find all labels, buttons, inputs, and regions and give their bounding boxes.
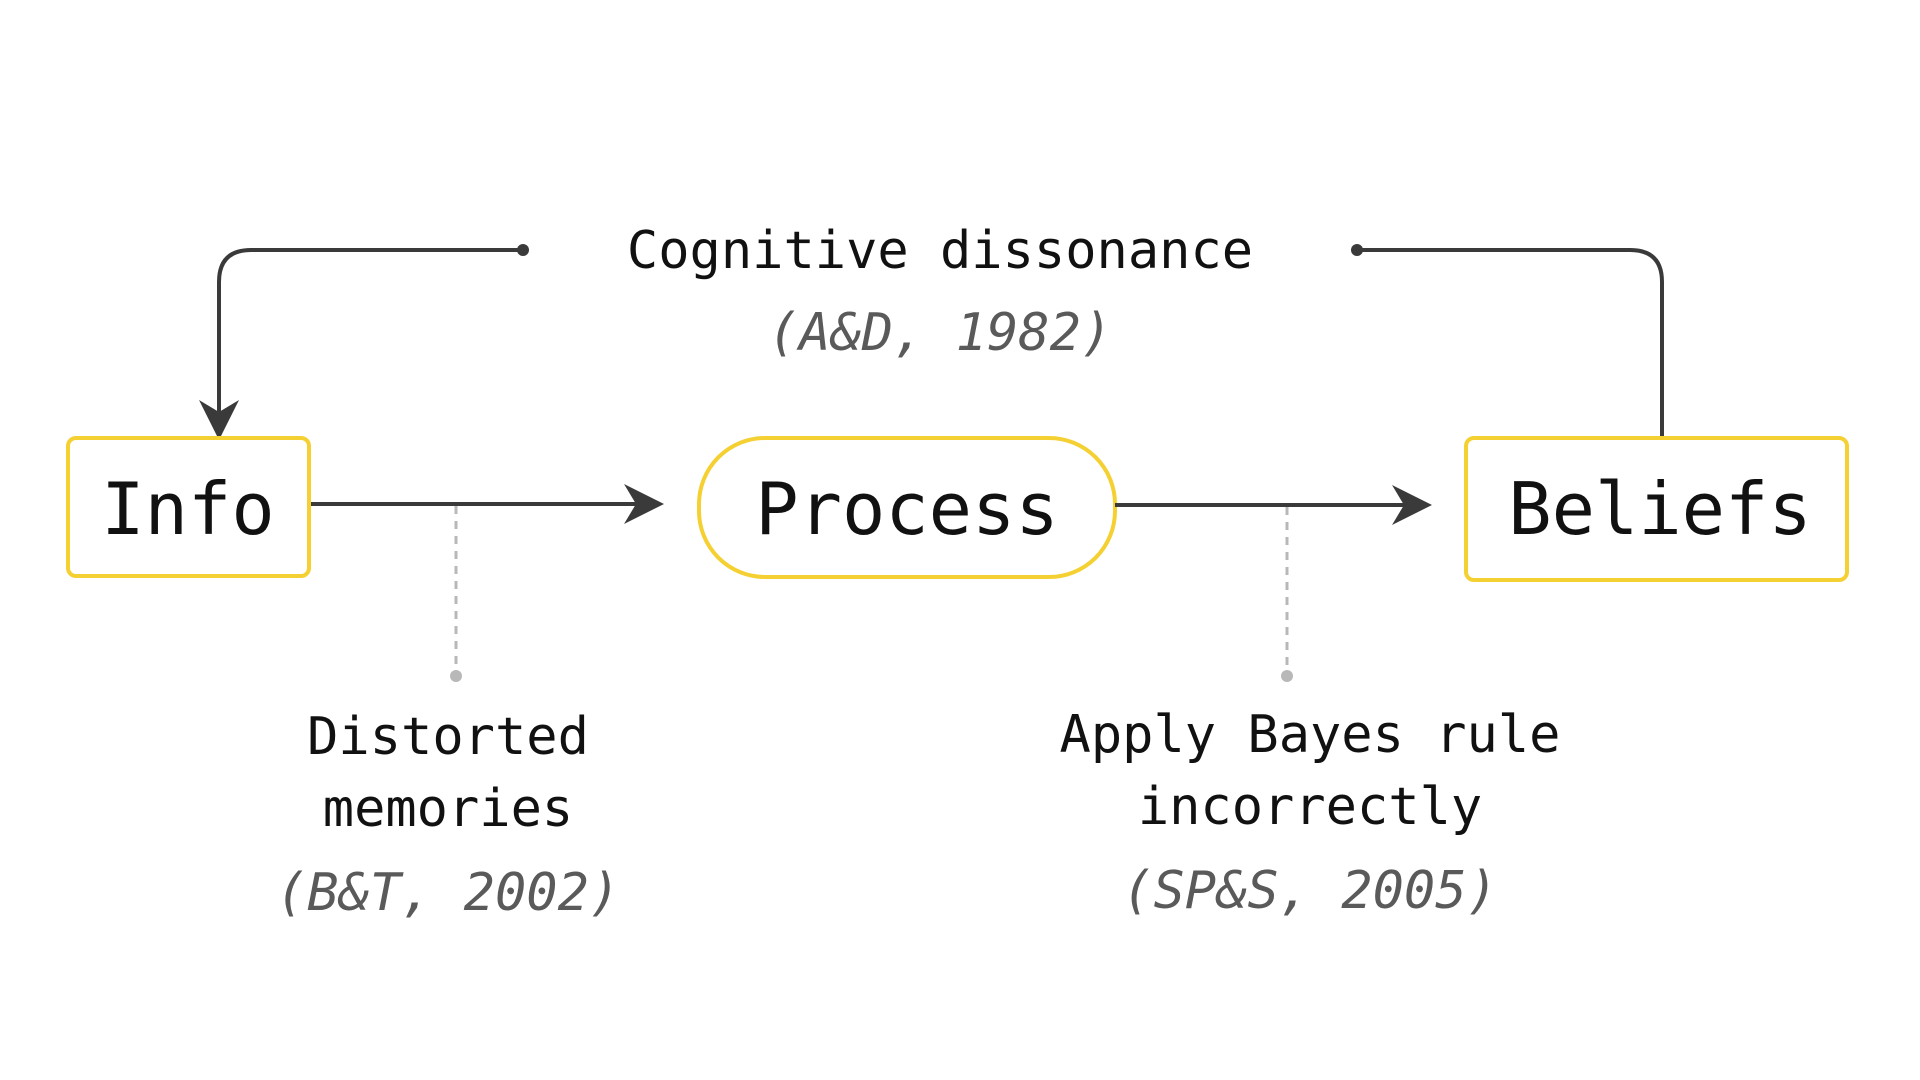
- annotation-bayes-rule-line2: incorrectly: [1138, 777, 1482, 837]
- node-beliefs-box: [1464, 436, 1849, 582]
- feedback-edge-left: [199, 248, 523, 440]
- feedback-edge-right-dot: [1351, 244, 1363, 256]
- feedback-citation: (A&D, 1982): [768, 303, 1112, 363]
- annotation-bayes-rule-citation: (SP&S, 2005): [1122, 861, 1498, 921]
- node-process-box: [697, 436, 1117, 579]
- node-info: Info: [66, 436, 311, 578]
- annotation-bayes-rule: Apply Bayes rule incorrectly (SP&S, 2005…: [1060, 705, 1561, 921]
- edge-info-to-process-connector-dot: [450, 670, 462, 682]
- annotation-distorted-memories-line2: memories: [323, 779, 573, 839]
- annotation-bayes-rule-line1: Apply Bayes rule: [1060, 705, 1561, 765]
- feedback-label: Cognitive dissonance: [627, 221, 1253, 281]
- annotation-distorted-memories-citation: (B&T, 2002): [276, 863, 620, 923]
- node-beliefs: Beliefs: [1464, 436, 1849, 582]
- annotation-distorted-memories: Distorted memories (B&T, 2002): [276, 707, 620, 923]
- node-beliefs-label: Beliefs: [1508, 467, 1811, 551]
- feedback-loop: Cognitive dissonance (A&D, 1982): [199, 221, 1664, 440]
- edge-process-to-beliefs-connector-dot: [1281, 670, 1293, 682]
- node-process-label: Process: [755, 467, 1058, 551]
- annotation-distorted-memories-line1: Distorted: [307, 707, 589, 767]
- edge-info-to-process: [311, 484, 664, 682]
- node-info-box: [66, 436, 311, 578]
- edge-process-to-beliefs: [1115, 485, 1432, 682]
- node-info-label: Info: [101, 467, 274, 551]
- node-process: Process: [697, 436, 1117, 579]
- feedback-edge-right: [1357, 248, 1664, 437]
